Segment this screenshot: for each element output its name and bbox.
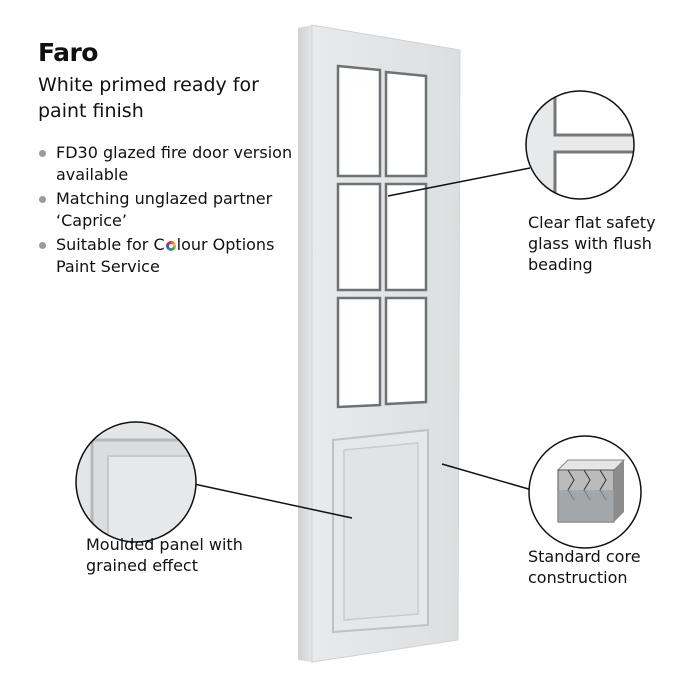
panel-detail-circle bbox=[75, 421, 197, 543]
feature-text: FD30 glazed fire door version available bbox=[56, 143, 293, 184]
feature-item: Matching unglazed partner ‘Caprice’ bbox=[38, 188, 298, 232]
bullet-icon bbox=[39, 196, 46, 203]
glazed-panes bbox=[336, 64, 428, 409]
logo-c: C bbox=[153, 235, 165, 254]
feature-item: FD30 glazed fire door version available bbox=[38, 142, 298, 186]
callout-line-core bbox=[441, 463, 533, 491]
product-title: Faro bbox=[38, 38, 99, 67]
bullet-icon bbox=[39, 242, 46, 249]
callout-line-glass bbox=[387, 167, 531, 197]
logo-rest: lour Options bbox=[176, 235, 275, 254]
glass-detail-circle bbox=[525, 90, 635, 200]
feature-text: Matching unglazed partner ‘Caprice’ bbox=[56, 189, 273, 230]
product-subtitle: White primed ready for paint finish bbox=[38, 74, 259, 122]
core-detail-circle bbox=[528, 435, 642, 549]
feature-text: Suitable for bbox=[56, 235, 149, 254]
feature-list: FD30 glazed fire door version available … bbox=[38, 142, 298, 280]
callout-panel-label: Moulded panel with grained effect bbox=[86, 535, 243, 575]
callout-glass-label: Clear flat safety glass with flush beadi… bbox=[528, 213, 656, 274]
door-edge bbox=[298, 25, 312, 662]
colour-wheel-icon bbox=[165, 241, 176, 251]
feature-text-tail: Paint Service bbox=[56, 257, 160, 276]
callout-line-panel bbox=[193, 483, 353, 519]
callout-core-label: Standard core construction bbox=[528, 547, 641, 587]
bullet-icon bbox=[39, 150, 46, 157]
